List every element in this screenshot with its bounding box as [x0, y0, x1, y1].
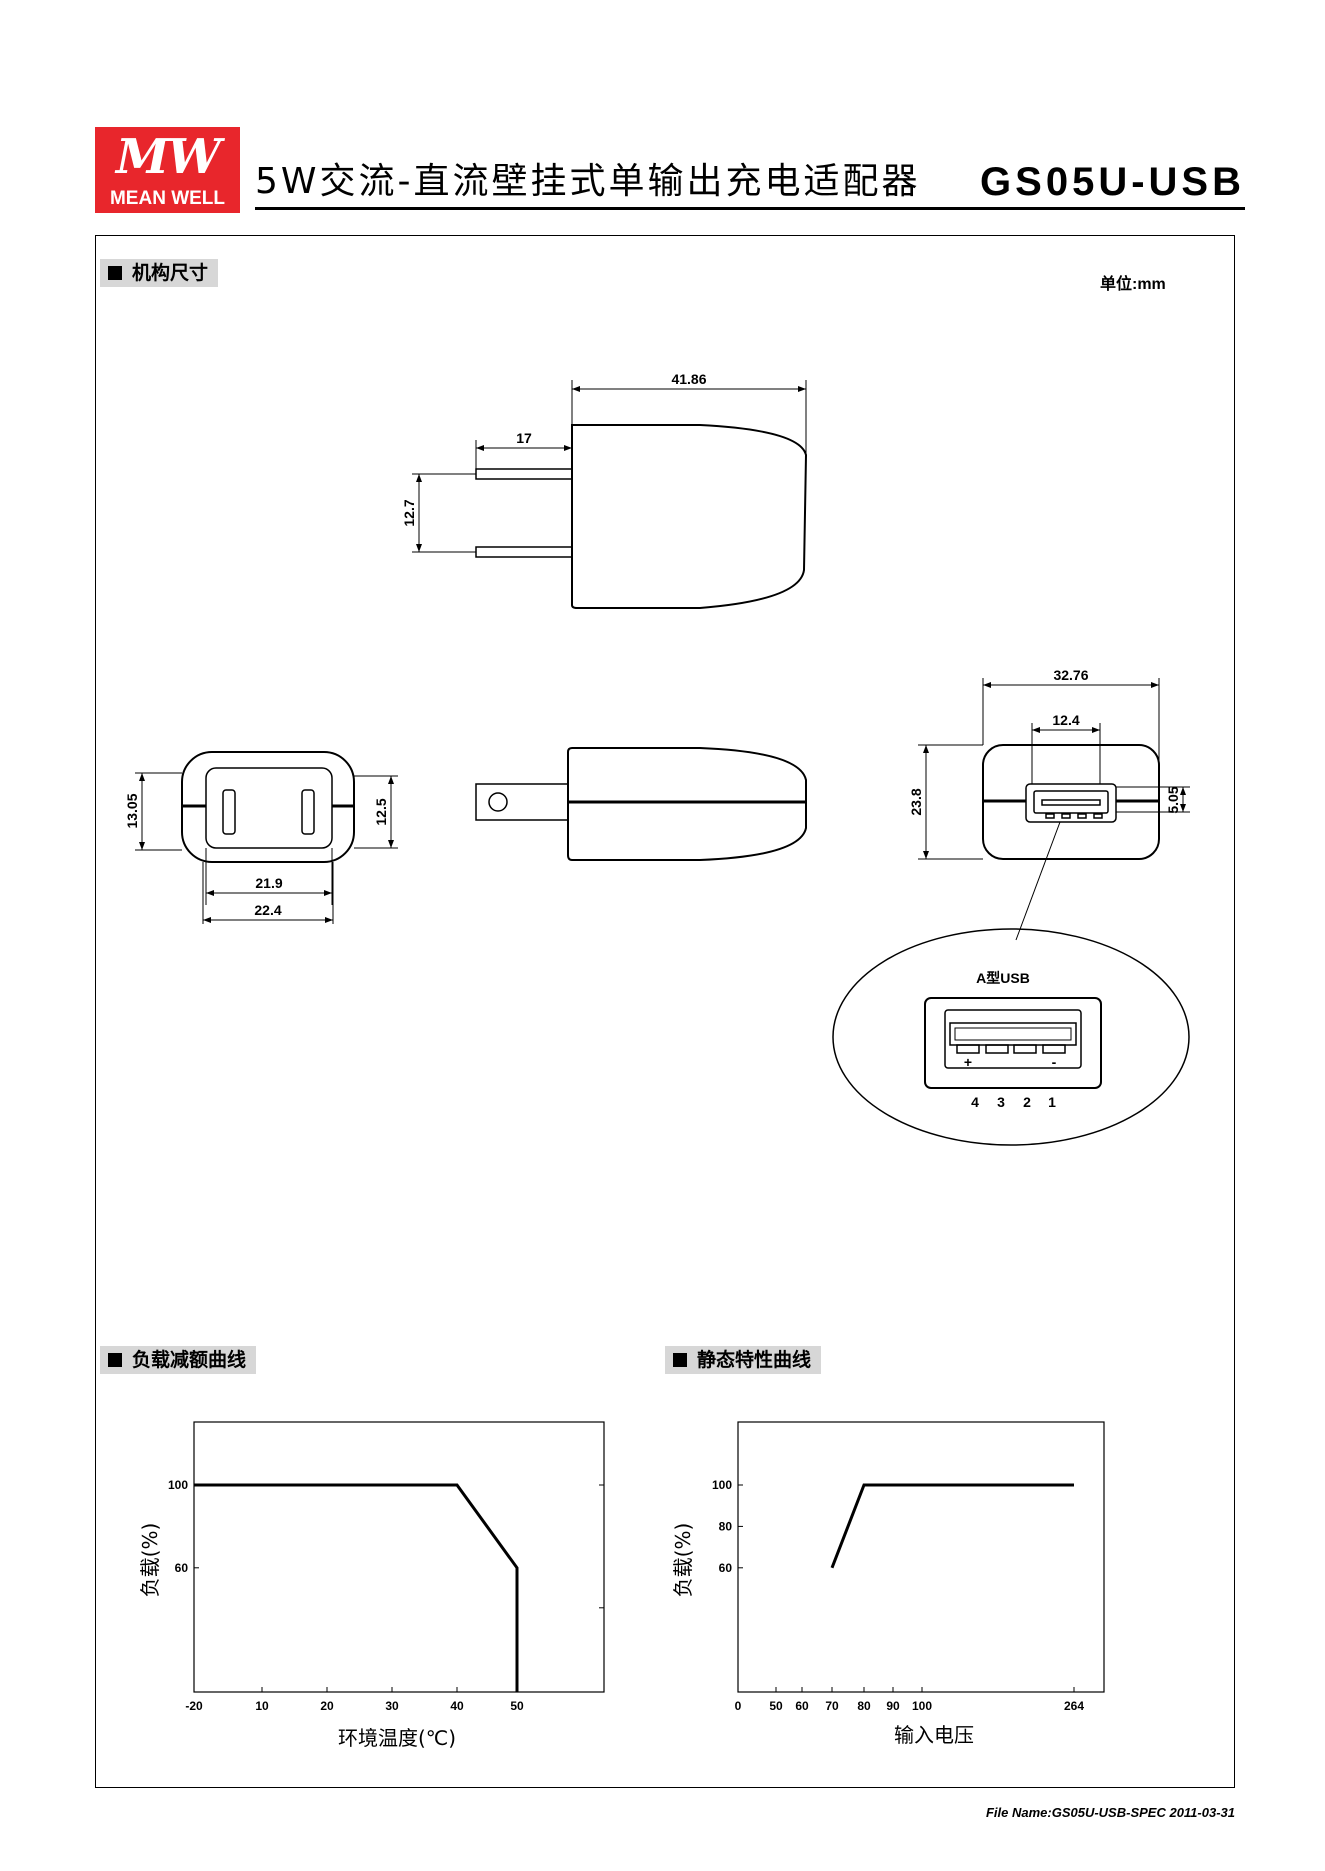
x-tick-label: 60	[795, 1699, 809, 1713]
section-label: 机构尺寸	[132, 262, 209, 284]
x-tick-label: 264	[1064, 1699, 1084, 1713]
dim-front-inner-height: 12.5	[373, 798, 389, 825]
y-tick-label: 100	[712, 1478, 732, 1492]
bullet-square-icon	[673, 1353, 687, 1367]
dim-back-height: 23.8	[908, 788, 924, 815]
y-tick-label: 100	[168, 1478, 188, 1492]
dim-prong-length: 17	[516, 430, 532, 446]
x-tick-label: 80	[857, 1699, 871, 1713]
usb-a-detail	[832, 928, 1190, 1146]
x-tick-label: 10	[255, 1699, 269, 1713]
section-label: 负载减额曲线	[132, 1349, 247, 1371]
x-tick-label: 20	[320, 1699, 334, 1713]
chart-y-axis-label: 负载(%)	[671, 1523, 695, 1598]
static-chart: 输入电压 负载(%) 100 80 60 0 50 60 70 80 90 100 264	[671, 1421, 1105, 1747]
y-tick-label: 60	[175, 1561, 189, 1575]
unit-label: 单位:mm	[1100, 276, 1166, 293]
dimension-arrows	[139, 386, 1186, 923]
dim-usb-width: 12.4	[1052, 712, 1079, 728]
front-view	[135, 751, 398, 924]
chart-x-axis-label: 环境温度(℃)	[338, 1726, 456, 1750]
dim-front-height: 13.05	[124, 793, 140, 828]
page-title: 5W交流-直流壁挂式单输出充电适配器	[255, 161, 921, 202]
chart-x-axis-label: 输入电压	[894, 1723, 974, 1747]
usb-pin-label: 4	[971, 1094, 979, 1110]
section-derating-heading: 负载减额曲线	[100, 1346, 257, 1374]
x-tick-label: 40	[450, 1699, 464, 1713]
bullet-square-icon	[108, 266, 122, 280]
dim-prong-spacing: 12.7	[401, 499, 417, 526]
mean-well-logo: MW MEAN WELL	[95, 127, 240, 213]
x-tick-label: 50	[510, 1699, 524, 1713]
y-tick-label: 80	[719, 1519, 733, 1533]
y-tick-label: 60	[719, 1561, 733, 1575]
dim-usb-height: 5.05	[1165, 786, 1181, 813]
usb-pin-label: 1	[1048, 1094, 1056, 1110]
dim-back-width: 32.76	[1053, 667, 1088, 683]
model-number: GS05U-USB	[980, 160, 1245, 204]
dim-top-length: 41.86	[671, 371, 706, 387]
title-underline	[255, 207, 1245, 210]
x-tick-label: 70	[825, 1699, 839, 1713]
x-tick-label: 30	[385, 1699, 399, 1713]
section-mechanical-heading: 机构尺寸	[100, 259, 219, 287]
footer-file-info: File Name:GS05U-USB-SPEC 2011-03-31	[985, 1805, 1235, 1820]
chart-frame	[737, 1421, 1105, 1693]
x-tick-label: 50	[769, 1699, 783, 1713]
dim-front-inner-width: 21.9	[255, 875, 282, 891]
side-view	[475, 747, 807, 861]
usb-detail-title: A型USB	[976, 970, 1030, 986]
mw-logo-mark: MW	[115, 129, 221, 185]
chart-frame	[193, 1421, 605, 1693]
dim-front-width: 22.4	[254, 902, 281, 918]
usb-pin-label: 3	[997, 1094, 1005, 1110]
bullet-square-icon	[108, 1353, 122, 1367]
usb-minus-label: -	[1052, 1054, 1057, 1070]
top-view	[412, 380, 808, 609]
chart-y-axis-label: 负载(%)	[138, 1523, 162, 1598]
logo-text: MEAN WELL	[109, 188, 226, 209]
x-tick-label: 100	[912, 1699, 932, 1713]
section-label: 静态特性曲线	[697, 1349, 812, 1371]
derating-chart: 环境温度(℃) 负载(%) 100 60 -20 10 20 30 40 50	[138, 1421, 605, 1750]
usb-pin-label: 2	[1023, 1094, 1031, 1110]
series-line	[194, 1483, 519, 1692]
series-line	[830, 1483, 1074, 1569]
section-static-heading: 静态特性曲线	[665, 1346, 822, 1374]
x-tick-label: -20	[185, 1699, 203, 1713]
usb-plus-label: +	[964, 1054, 972, 1070]
x-tick-label: 90	[886, 1699, 900, 1713]
content-frame	[95, 235, 1235, 1788]
x-tick-label: 0	[735, 1699, 742, 1713]
